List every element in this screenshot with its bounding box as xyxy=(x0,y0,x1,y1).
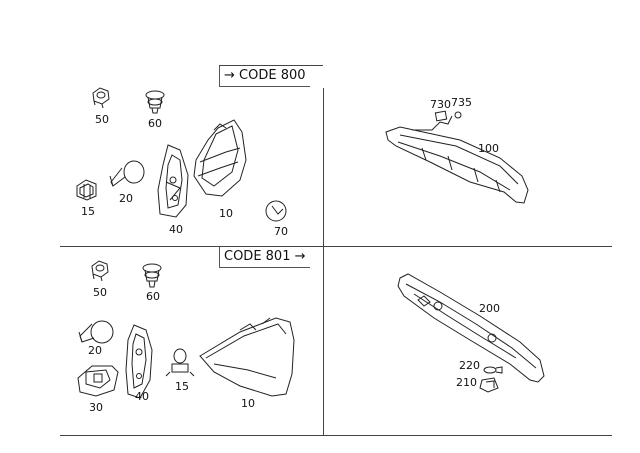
callout-20-code800: 20 xyxy=(119,192,133,205)
middle-horizontal-divider xyxy=(60,246,612,247)
callout-40-code801: 40 xyxy=(135,390,149,403)
socket-part-210 xyxy=(479,377,499,393)
callout-20-code801: 20 xyxy=(88,344,102,357)
clip-part-801 xyxy=(142,263,162,288)
callout-40-code800: 40 xyxy=(169,223,183,236)
code-801-label: CODE 801 → xyxy=(219,247,310,268)
nut-part-800 xyxy=(92,87,110,109)
bulb-part-800 xyxy=(109,160,145,187)
callout-100: 100 xyxy=(478,142,499,155)
code800-box-top xyxy=(219,65,323,66)
clip-part-800 xyxy=(145,90,165,114)
gasket-part-800 xyxy=(157,144,189,218)
nut-part-801 xyxy=(91,260,109,282)
bottom-horizontal-divider xyxy=(60,435,612,436)
washer-part-800 xyxy=(265,200,287,222)
callout-15-code801: 15 xyxy=(175,380,189,393)
callout-210: 210 xyxy=(456,376,477,389)
callout-730: 730 xyxy=(430,98,451,111)
callout-60-code800: 60 xyxy=(148,117,162,130)
callout-200: 200 xyxy=(479,302,500,315)
socket-part-800 xyxy=(76,179,97,201)
callout-735: 735 xyxy=(451,96,472,109)
bulb-part-220 xyxy=(483,366,503,374)
callout-50-code801: 50 xyxy=(93,286,107,299)
gasket-part-801 xyxy=(125,324,153,399)
bumper-part-100 xyxy=(385,110,529,204)
callout-30-code801: 30 xyxy=(89,401,103,414)
code-800-label: → CODE 800 xyxy=(219,66,310,87)
callout-10-code801: 10 xyxy=(241,397,255,410)
bulb-part-801 xyxy=(78,320,114,344)
callout-60-code801: 60 xyxy=(146,290,160,303)
callout-10-code800: 10 xyxy=(219,207,233,220)
lamp-holder-part-801 xyxy=(77,365,119,397)
callout-70-code800: 70 xyxy=(274,225,288,238)
small-bulb-part-801 xyxy=(165,348,195,377)
callout-15-code800: 15 xyxy=(81,205,95,218)
trim-strip-part-200 xyxy=(397,273,545,383)
vertical-divider xyxy=(323,88,324,436)
callout-50-code800: 50 xyxy=(95,113,109,126)
callout-220: 220 xyxy=(459,359,480,372)
taillight-part-800 xyxy=(193,119,247,197)
taillight-part-801 xyxy=(199,317,295,397)
